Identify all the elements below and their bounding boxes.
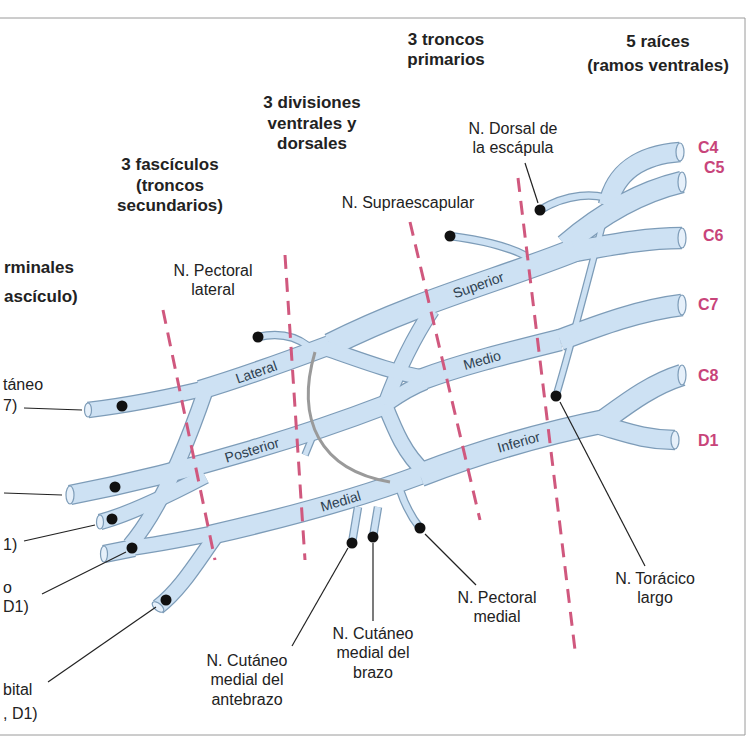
nerve-dot — [253, 332, 264, 343]
nerve-label: N. Dorsal de la escápula — [465, 119, 561, 157]
division — [385, 382, 425, 405]
column-heading: 5 raíces — [624, 32, 691, 52]
root-c8-outline — [600, 375, 682, 423]
root-label: D1 — [697, 431, 719, 450]
leader-lines — [4, 163, 645, 682]
cut-off-label: 1) — [2, 535, 18, 554]
division — [385, 310, 432, 405]
branch-outline — [400, 490, 420, 528]
medial-cord-outline — [210, 475, 420, 535]
division — [385, 405, 425, 472]
root-label: C6 — [702, 226, 724, 245]
column-heading: 3 troncos primarios — [391, 30, 501, 71]
tube-outlines — [70, 152, 682, 607]
cut-off-label: D1) — [2, 597, 30, 616]
nerve-label: N. Cutáneo medial del antebrazo — [192, 651, 302, 709]
nerve-branch — [258, 335, 308, 346]
dashed-divider — [163, 310, 215, 560]
tube-end — [678, 172, 686, 192]
nerve-dot — [368, 532, 379, 543]
nerve-branch — [305, 438, 312, 455]
root-label: C8 — [697, 366, 719, 385]
nerve-label: N. Pectoral medial — [449, 588, 545, 626]
artery-arc — [308, 352, 390, 482]
leader-line — [24, 408, 82, 410]
leader-line — [525, 163, 538, 203]
nerve-dot — [107, 514, 118, 525]
tube-end — [85, 403, 92, 417]
upper-trunk — [330, 250, 575, 345]
tube-fills — [70, 152, 682, 607]
posterior-cord — [70, 405, 385, 495]
cut-off-label: táneo — [2, 375, 44, 394]
nerve-branch — [540, 196, 620, 210]
column-heading: ascículo) — [2, 287, 80, 307]
tube-end — [66, 486, 74, 504]
nerve-dot — [117, 401, 128, 412]
trunk-label: Posterior — [222, 434, 282, 467]
leader-line — [24, 525, 95, 541]
ulnar-nerve — [158, 537, 215, 607]
root-c6-outline — [570, 238, 682, 252]
section-dividers — [163, 178, 575, 650]
tube-end-caps — [66, 143, 686, 614]
picture-frame — [0, 18, 745, 735]
nerve-label: N. Pectoral lateral — [165, 261, 261, 299]
nerve-dot — [127, 543, 138, 554]
dashed-divider — [285, 255, 305, 560]
lower-trunk — [420, 420, 610, 475]
tube-end — [676, 143, 684, 161]
nerve-dot — [347, 538, 358, 549]
root-c6 — [570, 238, 682, 252]
tube-end — [678, 365, 686, 385]
nerve-dot — [535, 205, 546, 216]
branch-outline — [258, 335, 308, 346]
nerve-branch — [556, 215, 605, 396]
division — [325, 348, 425, 378]
cut-off-label: o — [2, 578, 13, 597]
nerve-branch — [400, 490, 420, 528]
tube-end — [101, 546, 108, 562]
branch-outline — [450, 236, 526, 256]
leader-line — [372, 543, 373, 621]
leader-line — [48, 607, 156, 682]
leader-line — [4, 493, 62, 495]
tube-end — [678, 295, 686, 315]
lower-trunk-outline — [420, 420, 610, 475]
tube-end — [678, 228, 686, 248]
nerve-label: N. Cutáneo medial del brazo — [328, 624, 418, 682]
leader-line — [425, 534, 476, 585]
nerve-dot — [551, 391, 562, 402]
medial-cord — [210, 475, 420, 535]
cut-off-label: , D1) — [2, 704, 39, 723]
cut-off-label: bital — [2, 680, 33, 699]
posterior-cord-outline — [70, 405, 385, 495]
nerve-branch — [450, 236, 526, 256]
division-outline — [385, 405, 425, 472]
leader-line — [42, 552, 126, 594]
nerve-dot — [445, 231, 456, 242]
leader-line — [560, 402, 645, 566]
tube-end — [671, 431, 679, 449]
upper-trunk-outline — [330, 250, 575, 345]
tube-end — [97, 515, 104, 529]
column-heading: 3 divisiones ventrales y dorsales — [247, 93, 377, 154]
nerve-label: N. Torácico largo — [607, 569, 703, 607]
nerve-dot — [161, 595, 172, 606]
column-heading: (ramos ventrales) — [585, 56, 731, 76]
root-label: C5 — [703, 158, 725, 177]
median-root — [130, 392, 205, 545]
column-heading: 3 fascículos (troncos secundarios) — [105, 155, 235, 216]
nerve-dot — [110, 482, 121, 493]
root-c8 — [600, 375, 682, 423]
nerve-dots — [107, 205, 562, 606]
nerve-dot — [415, 523, 426, 534]
root-label: C7 — [697, 295, 719, 314]
root-label: C4 — [697, 138, 719, 157]
column-heading: rminales — [2, 258, 76, 278]
nerve-label: N. Supraescapular — [340, 193, 477, 212]
cut-off-label: 7) — [2, 396, 18, 415]
